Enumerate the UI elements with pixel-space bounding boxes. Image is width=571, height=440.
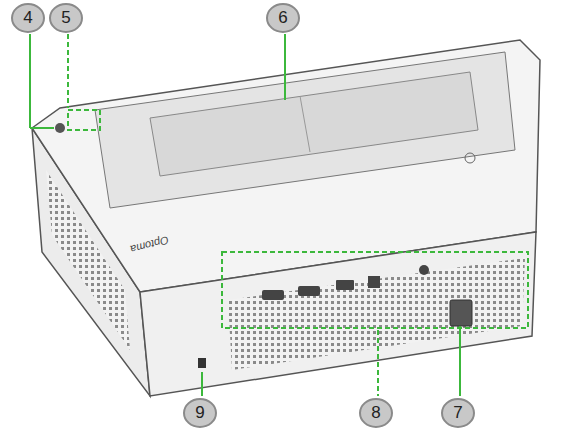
- callout-number: 7: [441, 398, 475, 428]
- callout-number: 9: [183, 398, 217, 428]
- callout-number: 5: [49, 3, 83, 33]
- callout-number: 4: [11, 3, 45, 33]
- callout-number: 6: [266, 3, 300, 33]
- callout-number: 8: [359, 398, 393, 428]
